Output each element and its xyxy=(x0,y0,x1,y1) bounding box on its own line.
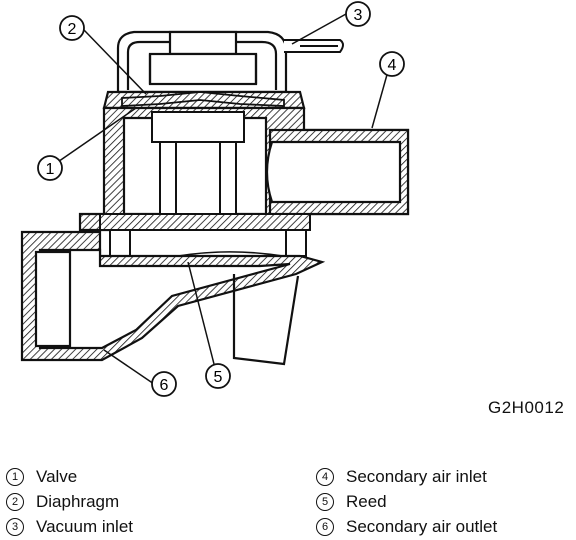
legend-item: 2 Diaphragm xyxy=(6,489,133,514)
outlet-elbow xyxy=(20,230,326,366)
legend-right: 4 Secondary air inlet 5 Reed 6 Secondary… xyxy=(316,464,497,539)
legend-label: Valve xyxy=(36,467,78,486)
legend-number: 2 xyxy=(6,492,24,511)
legend-label: Reed xyxy=(346,492,387,511)
callout-3: 3 xyxy=(345,1,371,27)
svg-text:4: 4 xyxy=(388,57,397,74)
legend-number: 3 xyxy=(6,517,24,536)
legend-left: 1 Valve 2 Diaphragm 3 Vacuum inlet xyxy=(6,464,133,539)
legend-label: Diaphragm xyxy=(36,492,120,511)
legend-number: 5 xyxy=(316,492,334,511)
legend-item: 3 Vacuum inlet xyxy=(6,514,133,539)
figure-code: G2H0012 xyxy=(488,398,565,417)
svg-text:3: 3 xyxy=(354,7,363,24)
legend-number: 4 xyxy=(316,467,334,486)
callout-1: 1 xyxy=(37,155,63,181)
svg-text:5: 5 xyxy=(214,369,223,386)
legend-item: 4 Secondary air inlet xyxy=(316,464,497,489)
legend-item: 1 Valve xyxy=(6,464,133,489)
secondary-air-inlet-pipe xyxy=(265,128,410,216)
callout-6: 6 xyxy=(151,371,177,397)
callout-2: 2 xyxy=(59,15,85,41)
valve-plug xyxy=(151,111,245,217)
seat-flange xyxy=(99,213,311,257)
vacuum-inlet-tube xyxy=(284,39,344,53)
callout-5: 5 xyxy=(205,363,231,389)
legend-number: 6 xyxy=(316,517,334,536)
leader-lines xyxy=(51,13,391,385)
legend-item: 5 Reed xyxy=(316,489,497,514)
legend-label: Secondary air inlet xyxy=(346,467,487,486)
callout-4: 4 xyxy=(379,51,405,77)
legend-number: 1 xyxy=(6,467,24,486)
legend-item: 6 Secondary air outlet xyxy=(316,514,497,539)
legend-label: Vacuum inlet xyxy=(36,517,134,536)
diaphragm xyxy=(121,91,285,107)
legend-label: Secondary air outlet xyxy=(346,517,498,536)
valve-cross-section-diagram: 2 3 4 1 5 6 xyxy=(20,1,410,397)
svg-text:6: 6 xyxy=(160,377,169,394)
svg-text:1: 1 xyxy=(46,161,55,178)
svg-text:2: 2 xyxy=(68,21,77,38)
